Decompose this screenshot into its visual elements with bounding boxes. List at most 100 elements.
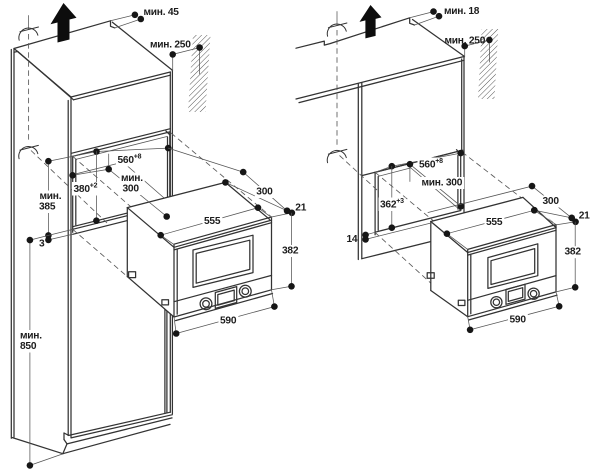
dim-tolerance: +8 [134,154,142,161]
dim-label-oven-height: 382 [282,246,299,257]
display-outer [505,283,526,305]
dim-value: 560 [419,160,436,171]
dim-endpoint-dot [531,206,538,214]
wall-cabinet [295,17,465,261]
control-panel-top-edge [173,274,273,303]
dim-endpoint-dot [172,330,180,337]
oven-frame-lip-1 [173,219,273,248]
dim21-ext [555,221,576,226]
dim-endpoint-dot [466,326,474,334]
oven-top-right-edge [224,181,271,220]
cabinet-front-top-edge [295,55,465,100]
dim-value: 560 [118,155,135,166]
dim-endpoint-dot [388,224,396,231]
right-diagram: мин. 18 мин. 250 560+8 362+3 мин. 300 [295,5,590,334]
dim-label-top-clearance: мин. 45 [144,7,180,18]
dim-endpoint-dot [45,157,52,165]
plinth-left-edge [62,443,68,455]
dim-label-wall-clearance: мин. 250 [445,36,486,47]
dim-label-top-clearance: мин. 18 [444,6,480,17]
dim560-ref-line [48,151,97,162]
dim-tolerance: +2 [90,183,98,190]
side-panel-bottom-edge [11,436,64,455]
dim-label-niche-depth-2: 300 [123,184,140,195]
upper-door-bottom-edge [70,128,171,154]
dim-label-front-overhang: 21 [295,203,306,214]
dim-value: 362 [380,200,397,211]
dim382-ext-bottom [271,285,292,291]
dim-endpoint-dot [137,15,145,23]
dim-endpoint-dot [196,44,203,51]
dim555-ext-right [533,209,557,225]
oven-top-left-edge [126,206,175,248]
oven-bottom-left-edge [126,275,175,318]
oven-frame-bottom-lip [174,292,274,322]
plinth-left-upper-edge [63,438,68,445]
niche-floor-back-edge [75,161,124,175]
dim-endpoint-dot [45,236,52,244]
oven-top-right-edge [522,196,557,229]
microwave-oven-left [126,181,274,322]
cabinet-bottom-edge [361,240,434,260]
control-knob-right-inner [529,289,538,298]
dim300-ref-line [167,147,244,173]
cabinet-top-back-edge [295,17,416,49]
dim250-line [464,39,490,47]
dim-label-base-height-1: мин. [20,331,42,342]
oven-frame-lip-2 [173,222,273,251]
dim18-leader-2 [414,15,440,26]
break-arc-top [326,22,348,37]
microwave-oven-right [426,196,558,321]
dim-endpoint-dot [69,172,76,179]
dimensions-left: мин. 45 мин. 250 560+8 380+2 мин [18,7,307,469]
dim-endpoint-dot [406,160,414,168]
oven-mounting-foot-front [161,299,170,306]
oven-frame-bottom-lip [468,294,558,321]
dim-endpoint-dot [271,303,278,310]
dim-label-wall-clearance: мин. 250 [150,40,191,51]
oven-body-mask [127,182,272,317]
plinth-bottom-edge [62,423,171,455]
dim-endpoint-dot [105,165,112,173]
dim-endpoint-dot [93,217,100,224]
cabinet-front-top-edge [70,71,171,98]
tall-cabinet [10,20,174,455]
dim-label-floor-gap: 3 [39,239,45,250]
dim-label-front-width: 590 [510,314,527,325]
dim14-ref-bottom [365,222,433,240]
dim-label-front-width: 590 [220,316,237,327]
dim-label-niche-bottom-2: 385 [39,202,56,213]
dim-label-niche-height: 362+3 [380,198,404,211]
break-arc-bottom [18,144,39,160]
dim3-ref-bottom [48,233,74,241]
dim-endpoint-dot [26,236,34,244]
niche-top-edge [72,131,171,157]
dim-tolerance: +3 [396,198,404,205]
dim-label-niche-bottom-1: мин. [40,191,62,202]
dim-label-bottom-overlap: 14 [347,234,358,245]
oven-door-window-outer [192,234,254,289]
dim-label-niche-depth: мин. 300 [422,178,463,189]
control-knob-left-inner [202,299,210,308]
dim-endpoint-dot [555,303,563,310]
projection-top-right [170,132,272,218]
dim-endpoint-dot [430,8,437,15]
oven-door-window-inner [195,239,251,284]
airflow-up-arrow [50,3,77,43]
oven-frame-lip-1 [467,227,557,254]
dim560-line [96,147,169,152]
left-diagram: мин. 45 мин. 250 560+8 380+2 мин [10,3,307,469]
oven-top-back-edge [126,181,227,209]
dim-endpoint-dot [169,51,176,58]
dim-endpoint-dot [163,213,170,220]
cabinet-front-top-edge-inner [72,74,171,101]
dim-label-oven-width: 555 [486,217,503,228]
display-outer [214,285,238,310]
control-knob-left-inner [492,298,501,307]
niche-ceiling-inner-edge [75,136,168,160]
oven-bottom-left-edge [430,289,469,318]
dim-label-niche-width: 560+8 [419,158,443,171]
dim300-ref-line [427,185,533,213]
dim850-ref-bottom [29,453,64,466]
